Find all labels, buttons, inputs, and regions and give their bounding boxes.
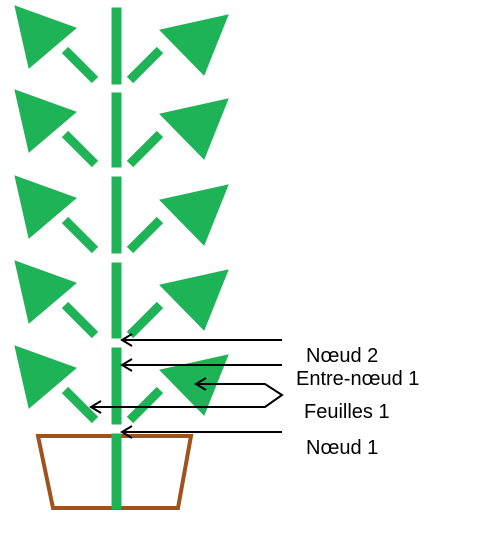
stem-segment: [111, 176, 122, 254]
stem-segment: [111, 433, 122, 510]
arrow-node1: [120, 425, 282, 439]
stem-segment: [111, 92, 122, 168]
label-node1: Nœud 1: [306, 437, 378, 459]
leaf-right: [130, 15, 228, 80]
leaf-left: [15, 261, 95, 335]
arrow-leaves-bracket: [89, 377, 284, 414]
leaf-left: [15, 90, 95, 164]
label-leaves1: Feuilles 1: [304, 401, 390, 423]
leaf-right: [130, 185, 228, 250]
leaf-left: [15, 6, 95, 80]
leaf-right: [130, 99, 228, 164]
stem-segment: [111, 262, 122, 339]
arrow-internode1: [120, 358, 282, 372]
pot: [35, 434, 194, 510]
stem: [111, 7, 122, 510]
stem-segment: [111, 7, 122, 85]
arrow-node2: [120, 333, 282, 347]
leaf-left: [15, 176, 95, 250]
leaf-right: [130, 270, 228, 335]
stem-segment: [111, 347, 122, 425]
label-node2: Nœud 2: [306, 345, 378, 367]
label-internode1: Entre-nœud 1: [296, 368, 419, 390]
leaf-left: [15, 346, 95, 420]
annotation-arrows: [89, 333, 284, 439]
